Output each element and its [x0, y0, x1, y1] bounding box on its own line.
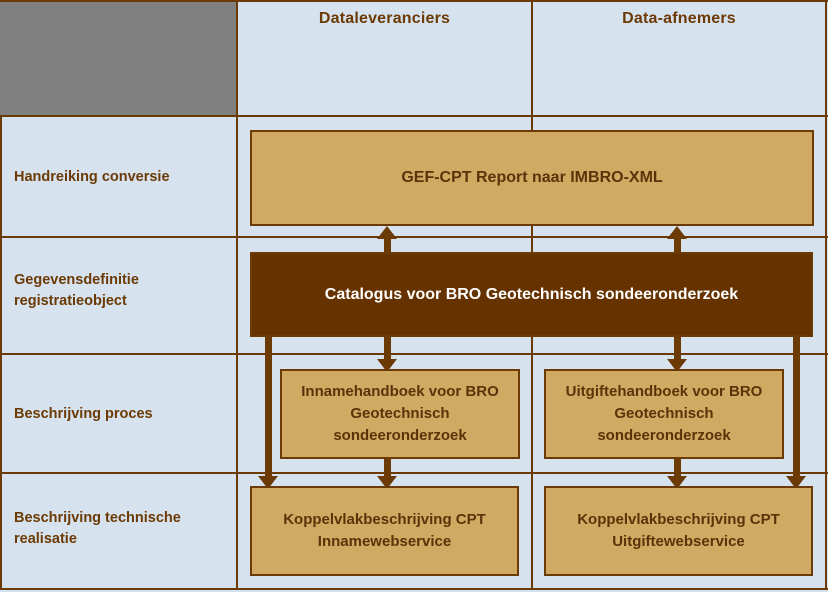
arrow-catalogus-to-gefcpt-right — [667, 226, 688, 254]
arrow-catalogus-to-koppelvlak-uitgifte-long — [786, 334, 807, 489]
box-catalogus-bro[interactable]: Catalogus voor BRO Geotechnisch sondeero… — [250, 252, 813, 337]
grid-line-right — [825, 0, 827, 590]
box-koppelvlak-uitgifte-label: Koppelvlakbeschrijving CPT Uitgiftewebse… — [577, 511, 780, 550]
column-header-data-afnemers: Data-afnemers — [622, 10, 736, 27]
box-innamehandboek[interactable]: Innamehandboek voor BRO Geotechnisch son… — [280, 369, 520, 459]
box-innamehandboek-label: Innamehandboek voor BRO Geotechnisch son… — [301, 383, 499, 444]
row-label-handreiking-conversie: Handreiking conversie — [14, 169, 170, 185]
arrow-catalogus-to-gefcpt-left — [377, 226, 398, 254]
box-uitgiftehandboek-label: Uitgiftehandboek voor BRO Geotechnisch s… — [565, 383, 763, 444]
box-uitgiftehandboek[interactable]: Uitgiftehandboek voor BRO Geotechnisch s… — [544, 369, 784, 459]
box-gef-cpt-report-label: GEF-CPT Report naar IMBRO-XML — [401, 169, 663, 187]
grid-line-bottom — [0, 588, 828, 590]
grid-line-row4 — [0, 472, 828, 474]
grid-line-row3 — [0, 353, 828, 355]
grid-line-col1 — [236, 0, 238, 590]
arrow-catalogus-to-koppelvlak-inname-long — [258, 334, 279, 489]
grid-line-row1 — [0, 115, 828, 117]
box-koppelvlak-uitgifte[interactable]: Koppelvlakbeschrijving CPT Uitgiftewebse… — [544, 486, 813, 576]
row-label-beschrijving-proces: Beschrijving proces — [14, 406, 153, 422]
arrow-innamehandboek-to-koppelvlak-inname — [377, 456, 398, 489]
arrow-catalogus-to-uitgiftehandboek — [667, 334, 688, 372]
grid-line-left — [0, 115, 2, 590]
box-koppelvlak-inname-label: Koppelvlakbeschrijving CPT Innamewebserv… — [283, 511, 486, 550]
column-header-dataleveranciers: Dataleveranciers — [318, 10, 451, 27]
grid-line-top — [0, 0, 828, 2]
corner-filler-block — [0, 0, 237, 116]
arrow-catalogus-to-innamehandboek — [377, 334, 398, 372]
row-label-gegevensdefinitie-registratieobject: Gegevensdefinitie registratieobject — [14, 272, 139, 310]
grid-line-row2 — [0, 236, 828, 238]
arrow-uitgiftehandboek-to-koppelvlak-uitgifte — [667, 456, 688, 489]
box-koppelvlak-inname[interactable]: Koppelvlakbeschrijving CPT Innamewebserv… — [250, 486, 519, 576]
box-gef-cpt-report[interactable]: GEF-CPT Report naar IMBRO-XML — [250, 130, 814, 226]
box-catalogus-bro-label: Catalogus voor BRO Geotechnisch sondeero… — [324, 285, 739, 303]
row-label-beschrijving-technische-realisatie: Beschrijving technische realisatie — [14, 510, 181, 548]
